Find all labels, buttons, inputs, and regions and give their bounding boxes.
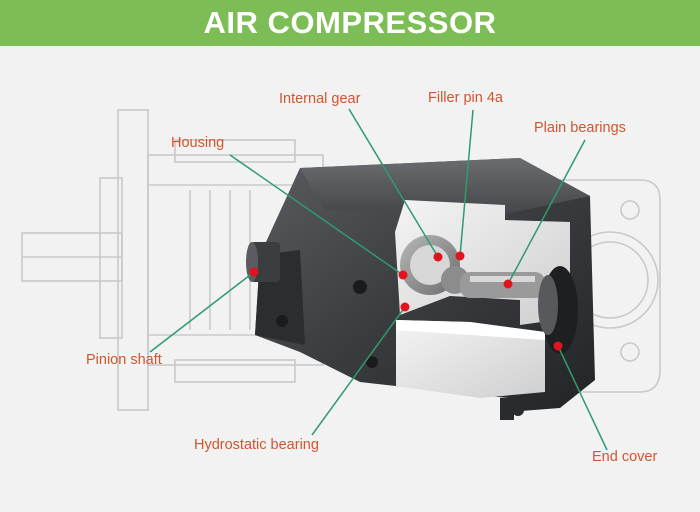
label-filler-pin: Filler pin 4a	[428, 90, 503, 106]
label-housing: Housing	[171, 135, 225, 151]
leader-line-end-cover	[557, 345, 608, 451]
marker-end-cover	[553, 341, 563, 351]
marker-hydrostatic-bearing	[400, 302, 410, 312]
marker-internal-gear	[433, 252, 443, 262]
leader-line-plain-bearings	[507, 139, 586, 285]
marker-filler-pin	[455, 251, 465, 261]
leader-line-housing	[229, 154, 404, 276]
leader-line-internal-gear	[348, 108, 439, 258]
cutaway-section	[395, 200, 578, 420]
markers	[249, 251, 563, 351]
label-internal-gear: Internal gear	[279, 91, 361, 107]
leader-line-filler-pin	[459, 109, 474, 257]
label-hydrostatic-bearing: Hydrostatic bearing	[194, 437, 319, 453]
compressor-illustration	[21, 108, 661, 451]
leader-line-hydrostatic-bearing	[311, 306, 406, 436]
label-pinion-shaft: Pinion shaft	[86, 352, 162, 368]
marker-housing	[398, 270, 408, 280]
marker-pinion-shaft	[249, 267, 259, 277]
banner-title: AIR COMPRESSOR	[203, 5, 497, 40]
diagram-area: Internal gear Filler pin 4a Plain bearin…	[0, 46, 700, 512]
title-banner: AIR COMPRESSOR	[0, 0, 700, 46]
leader-line-pinion-shaft	[149, 271, 255, 353]
label-plain-bearings: Plain bearings	[534, 120, 626, 136]
marker-plain-bearings	[503, 279, 513, 289]
label-end-cover: End cover	[592, 449, 658, 465]
leader-lines	[149, 108, 608, 451]
